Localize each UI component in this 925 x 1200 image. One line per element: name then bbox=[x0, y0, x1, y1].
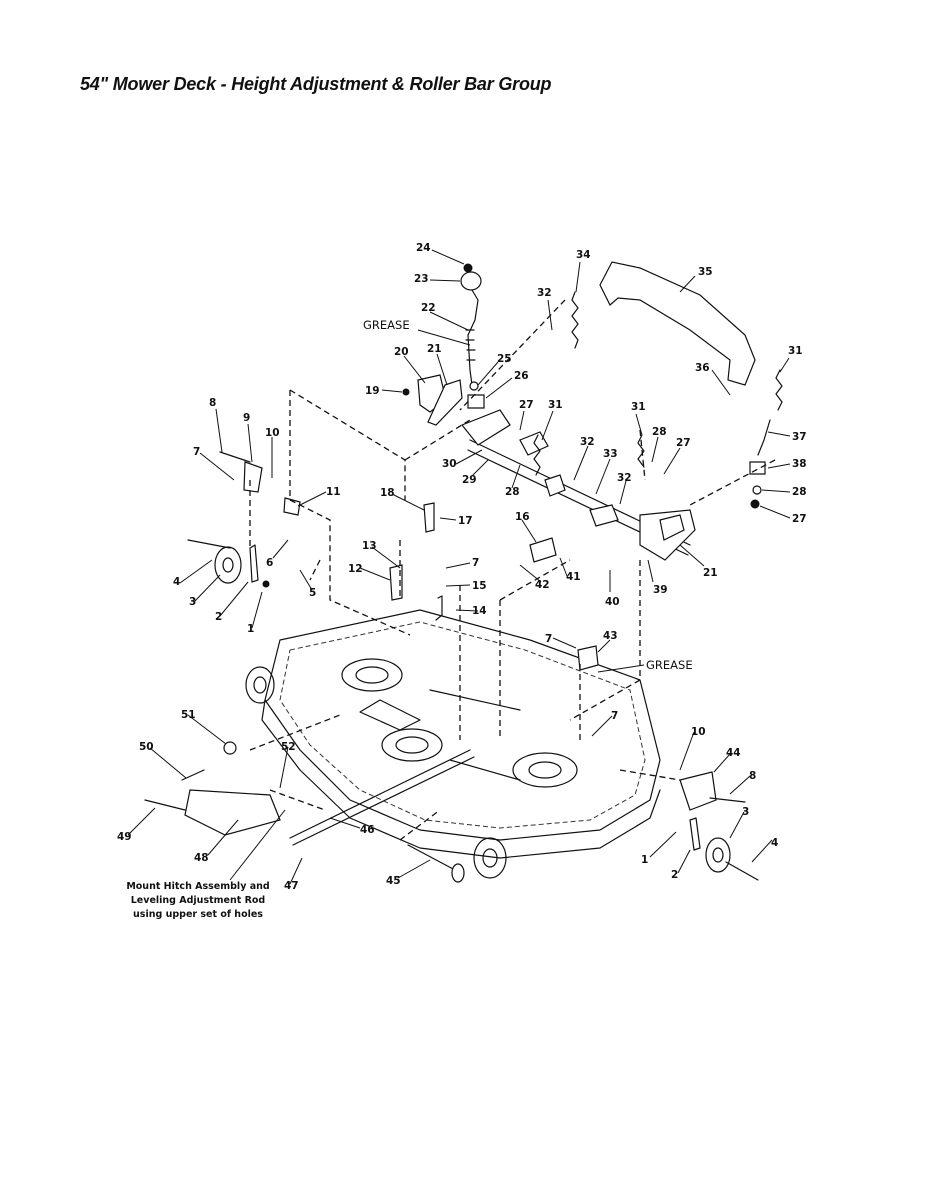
callout-label: 44 bbox=[726, 747, 741, 759]
callout-label: 32 bbox=[617, 472, 632, 484]
callout-label: 31 bbox=[548, 399, 563, 411]
callout-label: 3 bbox=[189, 596, 196, 608]
chain-31-mid bbox=[637, 434, 645, 468]
callout-label: 5 bbox=[309, 587, 316, 599]
callout-label: 22 bbox=[421, 302, 436, 314]
bracket-16 bbox=[529, 537, 557, 563]
callout-label: 27 bbox=[676, 437, 691, 449]
bracket-43 bbox=[577, 645, 599, 671]
assembly-note-line: Leveling Adjustment Rod bbox=[131, 895, 265, 906]
callout-label: 2 bbox=[215, 611, 222, 623]
callout-label: 1 bbox=[641, 854, 648, 866]
page-title: 54" Mower Deck - Height Adjustment & Rol… bbox=[80, 74, 552, 94]
callout-label: 10 bbox=[265, 427, 280, 439]
callout-label: 46 bbox=[360, 824, 375, 836]
chain-34 bbox=[571, 291, 579, 349]
assembly-note-line: Mount Hitch Assembly and bbox=[126, 881, 269, 892]
callout-label: 14 bbox=[472, 605, 487, 617]
bracket-14 bbox=[435, 595, 443, 621]
callout-label: 7 bbox=[193, 446, 200, 458]
callout-label: 6 bbox=[266, 557, 273, 569]
callout-label: 35 bbox=[698, 266, 713, 278]
callout-label: 20 bbox=[394, 346, 409, 358]
callout-label: 19 bbox=[365, 385, 380, 397]
chain-31-right bbox=[775, 369, 783, 411]
callout-label: 29 bbox=[462, 474, 477, 486]
arm-21-upper bbox=[427, 379, 463, 426]
grease-label: GREASE bbox=[363, 318, 410, 332]
assembly-note-line: using upper set of holes bbox=[133, 909, 263, 920]
callout-label: 27 bbox=[792, 513, 807, 525]
callout-label: 25 bbox=[497, 353, 512, 365]
callout-label: 38 bbox=[792, 458, 807, 470]
callout-label: 18 bbox=[380, 487, 395, 499]
callout-label: 16 bbox=[515, 511, 530, 523]
callout-label: 30 bbox=[442, 458, 457, 470]
callout-label: 45 bbox=[386, 875, 401, 887]
callout-label: 26 bbox=[514, 370, 529, 382]
callout-label: 52 bbox=[281, 741, 296, 753]
callout-label: 28 bbox=[652, 426, 667, 438]
hitch-assembly bbox=[144, 741, 281, 836]
callout-label: 34 bbox=[576, 249, 591, 261]
callout-label: 4 bbox=[771, 837, 778, 849]
callout-label: 17 bbox=[458, 515, 473, 527]
chain-31-left bbox=[533, 434, 541, 476]
callout-label: 48 bbox=[194, 852, 209, 864]
callout-label: 15 bbox=[472, 580, 487, 592]
grease-label: GREASE bbox=[646, 658, 693, 672]
bracket-18 bbox=[423, 502, 435, 533]
callout-label: 10 bbox=[691, 726, 706, 738]
right-gauge-wheel-assembly bbox=[679, 771, 759, 881]
callout-label: 41 bbox=[566, 571, 581, 583]
roller-bar-shaft bbox=[461, 409, 696, 561]
height-lever bbox=[460, 263, 485, 409]
callout-label: 12 bbox=[348, 563, 363, 575]
callout-label: 23 bbox=[414, 273, 429, 285]
callout-label: 7 bbox=[611, 710, 618, 722]
leader-lines bbox=[127, 249, 791, 885]
callout-label: 8 bbox=[209, 397, 216, 409]
callout-label: 42 bbox=[535, 579, 550, 591]
callout-label: 33 bbox=[603, 448, 618, 460]
callout-label: 37 bbox=[792, 431, 807, 443]
callout-labels: 24 23 34 35 32 22 GREASE 20 21 25 19 26 … bbox=[117, 242, 807, 920]
callout-label: 47 bbox=[284, 880, 299, 892]
callout-label: 31 bbox=[631, 401, 646, 413]
callout-label: 32 bbox=[580, 436, 595, 448]
callout-label: 40 bbox=[605, 596, 620, 608]
hanger-37 bbox=[749, 419, 771, 509]
callout-label: 1 bbox=[247, 623, 254, 635]
callout-label: 31 bbox=[788, 345, 803, 357]
callout-label: 7 bbox=[545, 633, 552, 645]
callout-label: 21 bbox=[703, 567, 718, 579]
callout-label: 27 bbox=[519, 399, 534, 411]
callout-label: 28 bbox=[792, 486, 807, 498]
callout-label: 7 bbox=[472, 557, 479, 569]
callout-label: 51 bbox=[181, 709, 196, 721]
roller-bar-35 bbox=[599, 261, 756, 386]
callout-label: 39 bbox=[653, 584, 668, 596]
callout-label: 43 bbox=[603, 630, 618, 642]
callout-label: 9 bbox=[243, 412, 250, 424]
callout-label: 8 bbox=[749, 770, 756, 782]
callout-label: 13 bbox=[362, 540, 377, 552]
callout-label: 36 bbox=[695, 362, 710, 374]
callout-label: 2 bbox=[671, 869, 678, 881]
callout-label: 21 bbox=[427, 343, 442, 355]
callout-label: 24 bbox=[416, 242, 431, 254]
left-gauge-wheel-assembly bbox=[187, 451, 301, 588]
mower-deck bbox=[245, 609, 661, 879]
bolt-45 bbox=[407, 844, 465, 883]
callout-label: 11 bbox=[326, 486, 341, 498]
callout-label: 50 bbox=[139, 741, 154, 753]
callout-label: 28 bbox=[505, 486, 520, 498]
callout-label: 32 bbox=[537, 287, 552, 299]
callout-label: 3 bbox=[742, 806, 749, 818]
callout-label: 4 bbox=[173, 576, 180, 588]
assembly-lines bbox=[249, 299, 776, 841]
callout-label: 49 bbox=[117, 831, 132, 843]
leveling-rod-46 bbox=[289, 749, 475, 846]
